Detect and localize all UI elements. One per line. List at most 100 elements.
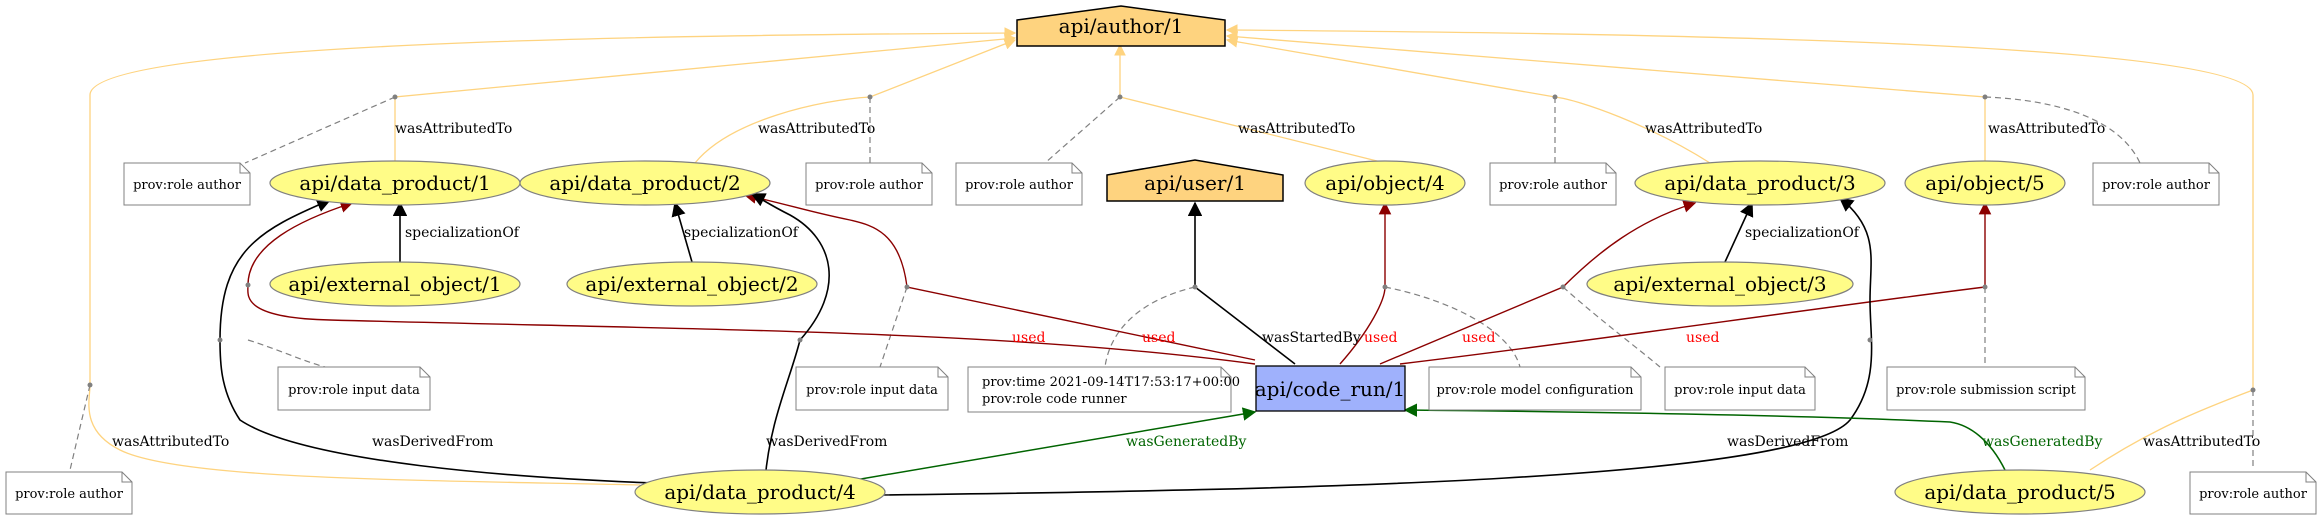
edge-derived-dp2 [750, 193, 830, 481]
note-role-author-dp3: prov:role author [1489, 162, 1617, 206]
label-derived-dp1: wasDerivedFrom [372, 434, 493, 450]
edge-dp4-attributed-left [88, 27, 1017, 486]
svg-text:api/object/5: api/object/5 [1925, 171, 2044, 195]
node-object-5[interactable]: api/object/5 [1904, 160, 2066, 206]
edge-generated-dp5 [1403, 403, 2006, 471]
svg-text:prov:role input data: prov:role input data [288, 383, 420, 398]
svg-text:api/data_product/1: api/data_product/1 [299, 171, 490, 195]
note-role-input-dp1: prov:role input data [277, 366, 431, 411]
svg-text:prov:role author: prov:role author [133, 178, 242, 193]
note-role-input-dp3: prov:role input data [1664, 366, 1816, 411]
note-role-author-dp5: prov:role author [2189, 471, 2317, 515]
label-spec-ext3: specializationOf [1745, 225, 1861, 241]
label-used-dp2: used [1142, 330, 1175, 346]
derived-edges [219, 193, 1873, 496]
edge-ext2-spec [671, 201, 693, 263]
svg-text:api/external_object/1: api/external_object/1 [288, 272, 501, 296]
node-data-product-1[interactable]: api/data_product/1 [269, 160, 521, 206]
edge-dp2-attributed [694, 38, 1017, 164]
edge-derived-dp3 [879, 197, 1873, 496]
node-data-product-3[interactable]: api/data_product/3 [1634, 160, 1886, 206]
svg-text:api/author/1: api/author/1 [1059, 14, 1184, 38]
note-role-author-obj5: prov:role author [2092, 162, 2220, 206]
label-attributed-dp1: wasAttributedTo [395, 121, 512, 137]
svg-text:api/data_product/5: api/data_product/5 [1924, 480, 2115, 504]
edge-ext3-spec [1724, 201, 1754, 263]
svg-text:api/code_run/1: api/code_run/1 [1255, 377, 1406, 401]
node-external-object-3[interactable]: api/external_object/3 [1586, 261, 1854, 307]
edge-used-dp1 [247, 200, 1256, 365]
svg-text:prov:role author: prov:role author [15, 487, 124, 502]
svg-text:prov:role input data: prov:role input data [806, 383, 938, 398]
note-boxes: prov:role author prov:role author prov:r… [5, 162, 2317, 515]
svg-text:api/data_product/3: api/data_product/3 [1664, 171, 1855, 195]
junction-dots [87, 94, 2256, 393]
generated-edges [854, 403, 2006, 481]
label-spec-ext1: specializationOf [405, 225, 521, 241]
svg-text:prov:time 2021-09-14T17:53:17+: prov:time 2021-09-14T17:53:17+00:00 [982, 375, 1240, 390]
entity-nodes: api/data_product/1 api/data_product/2 ap… [269, 160, 2146, 515]
edge-used-dp2 [743, 191, 1256, 361]
label-started-by: wasStartedBy [1262, 330, 1361, 346]
node-object-4[interactable]: api/object/4 [1304, 160, 1466, 206]
attribution-edges [88, 24, 2254, 486]
svg-text:prov:role model configuration: prov:role model configuration [1437, 383, 1635, 398]
edge-derived-dp1 [219, 198, 721, 486]
label-attributed-obj5: wasAttributedTo [1988, 121, 2105, 137]
svg-text:api/object/4: api/object/4 [1325, 171, 1444, 195]
label-used-dp1: used [1012, 330, 1045, 346]
svg-text:api/data_product/2: api/data_product/2 [549, 171, 740, 195]
agent-nodes: api/author/1 api/user/1 [1016, 5, 1284, 202]
node-external-object-2[interactable]: api/external_object/2 [566, 261, 818, 307]
node-data-product-4[interactable]: api/data_product/4 [634, 469, 886, 515]
label-derived-dp3: wasDerivedFrom [1727, 434, 1848, 450]
node-user-1[interactable]: api/user/1 [1106, 159, 1284, 202]
label-spec-ext2: specializationOf [684, 225, 800, 241]
note-role-author-dp4: prov:role author [5, 471, 133, 515]
svg-text:prov:role input data: prov:role input data [1674, 383, 1806, 398]
svg-text:prov:role author: prov:role author [2199, 487, 2308, 502]
label-attributed-dp5: wasAttributedTo [2143, 434, 2260, 450]
edge-dp1-attributed [394, 33, 1017, 163]
edge-dp3-attributed [1225, 36, 1711, 164]
note-role-author-obj4: prov:role author [955, 162, 1083, 206]
svg-text:prov:role author: prov:role author [965, 178, 1074, 193]
specialization-edges [392, 201, 1754, 263]
label-generated-dp5: wasGeneratedBy [1982, 434, 2102, 450]
node-external-object-1[interactable]: api/external_object/1 [269, 261, 521, 307]
svg-text:prov:role author: prov:role author [1499, 178, 1608, 193]
edge-generated-dp4 [854, 407, 1257, 481]
label-used-obj5: used [1686, 330, 1719, 346]
note-role-author-dp2: prov:role author [805, 162, 933, 206]
edge-obj4-attributed [1114, 43, 1386, 164]
note-role-submission: prov:role submission script [1886, 366, 2086, 411]
svg-text:prov:role code runner: prov:role code runner [982, 392, 1127, 407]
node-data-product-2[interactable]: api/data_product/2 [519, 160, 771, 206]
note-code-run-time: prov:time 2021-09-14T17:53:17+00:00 prov… [967, 366, 1240, 413]
label-used-obj4: used [1364, 330, 1397, 346]
node-author-1[interactable]: api/author/1 [1016, 5, 1226, 47]
edge-used-obj5 [1399, 201, 1992, 365]
label-attributed-dp4: wasAttributedTo [112, 434, 229, 450]
node-data-product-5[interactable]: api/data_product/5 [1894, 469, 2146, 515]
edge-labels: wasAttributedTo wasAttributedTo wasAttri… [112, 121, 2260, 450]
label-derived-dp2: wasDerivedFrom [766, 434, 887, 450]
svg-text:api/data_product/4: api/data_product/4 [664, 480, 855, 504]
edge-dp5-attributed [1225, 24, 2254, 471]
svg-text:api/external_object/3: api/external_object/3 [1613, 272, 1826, 296]
label-generated-dp4: wasGeneratedBy [1126, 434, 1246, 450]
svg-text:prov:role submission script: prov:role submission script [1896, 383, 2076, 398]
node-code-run-1[interactable]: api/code_run/1 [1255, 365, 1406, 412]
svg-text:prov:role author: prov:role author [2102, 178, 2211, 193]
label-attributed-dp2: wasAttributedTo [758, 121, 875, 137]
svg-text:api/user/1: api/user/1 [1144, 171, 1246, 195]
note-role-model-config: prov:role model configuration [1428, 366, 1642, 411]
label-attributed-obj4: wasAttributedTo [1238, 121, 1355, 137]
note-role-input-dp2: prov:role input data [795, 366, 949, 411]
note-role-author-dp1: prov:role author [123, 162, 251, 206]
note-edges [69, 96, 2254, 471]
edge-used-dp3 [1379, 200, 1697, 365]
svg-text:api/external_object/2: api/external_object/2 [585, 272, 798, 296]
label-used-dp3: used [1462, 330, 1495, 346]
